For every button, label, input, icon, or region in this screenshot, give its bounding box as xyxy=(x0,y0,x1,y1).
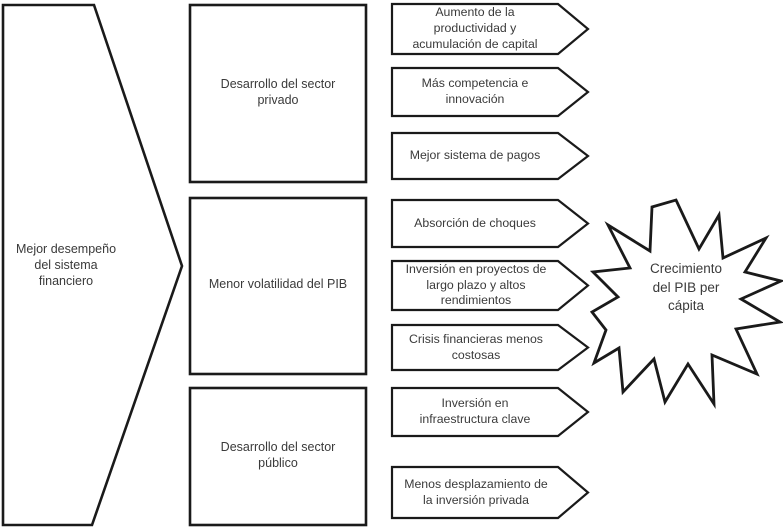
outcome-label-crisis-menos-costosas: Crisis financieras menos costosas xyxy=(409,331,543,362)
outcome-label-productividad-capital: Aumento de la productividad y acumulació… xyxy=(412,5,538,51)
outcome-arrow-productividad-capital[interactable] xyxy=(390,2,590,56)
result-starburst-label: Crecimiento del PIB per cápita xyxy=(649,261,723,314)
stage-box-sector-privado[interactable] xyxy=(188,3,368,184)
outcome-arrow-crisis-menos-costosas[interactable] xyxy=(390,323,590,372)
source-pentagon-shape[interactable] xyxy=(1,3,184,527)
outcome-label-inversion-largo-plazo: Inversión en proyectos de largo plazo y … xyxy=(405,261,547,308)
outcome-arrow-sistema-pagos[interactable] xyxy=(390,131,590,181)
result-starburst-shape[interactable] xyxy=(589,198,783,410)
outcome-arrow-inversion-largo-plazo[interactable] xyxy=(390,259,590,312)
outcome-label-sistema-pagos: Mejor sistema de pagos xyxy=(409,148,541,163)
outcome-arrow-absorcion-choques[interactable] xyxy=(390,198,590,249)
stage-label-sector-publico: Desarrollo del sector público xyxy=(220,440,336,470)
stage-label-sector-privado: Desarrollo del sector privado xyxy=(220,77,336,107)
outcome-label-desplazamiento-inversion: Menos desplazamiento de la inversión pri… xyxy=(404,476,548,507)
stage-box-sector-publico[interactable] xyxy=(188,386,368,527)
outcome-label-absorcion-choques: Absorción de choques xyxy=(414,215,536,230)
stage-label-volatilidad-pib: Menor volatilidad del PIB xyxy=(208,277,348,291)
stage-box-volatilidad-pib[interactable] xyxy=(188,196,368,376)
outcome-label-competencia-innovacion: Más competencia e innovación xyxy=(421,76,529,106)
outcome-arrow-competencia-innovacion[interactable] xyxy=(390,66,590,118)
outcome-label-infraestructura-clave: Inversión en infraestructura clave xyxy=(419,396,531,426)
source-pentagon-label: Mejor desempeño del sistema financiero xyxy=(15,242,117,288)
outcome-arrow-infraestructura-clave[interactable] xyxy=(390,386,590,438)
outcome-arrow-desplazamiento-inversion[interactable] xyxy=(390,465,590,520)
